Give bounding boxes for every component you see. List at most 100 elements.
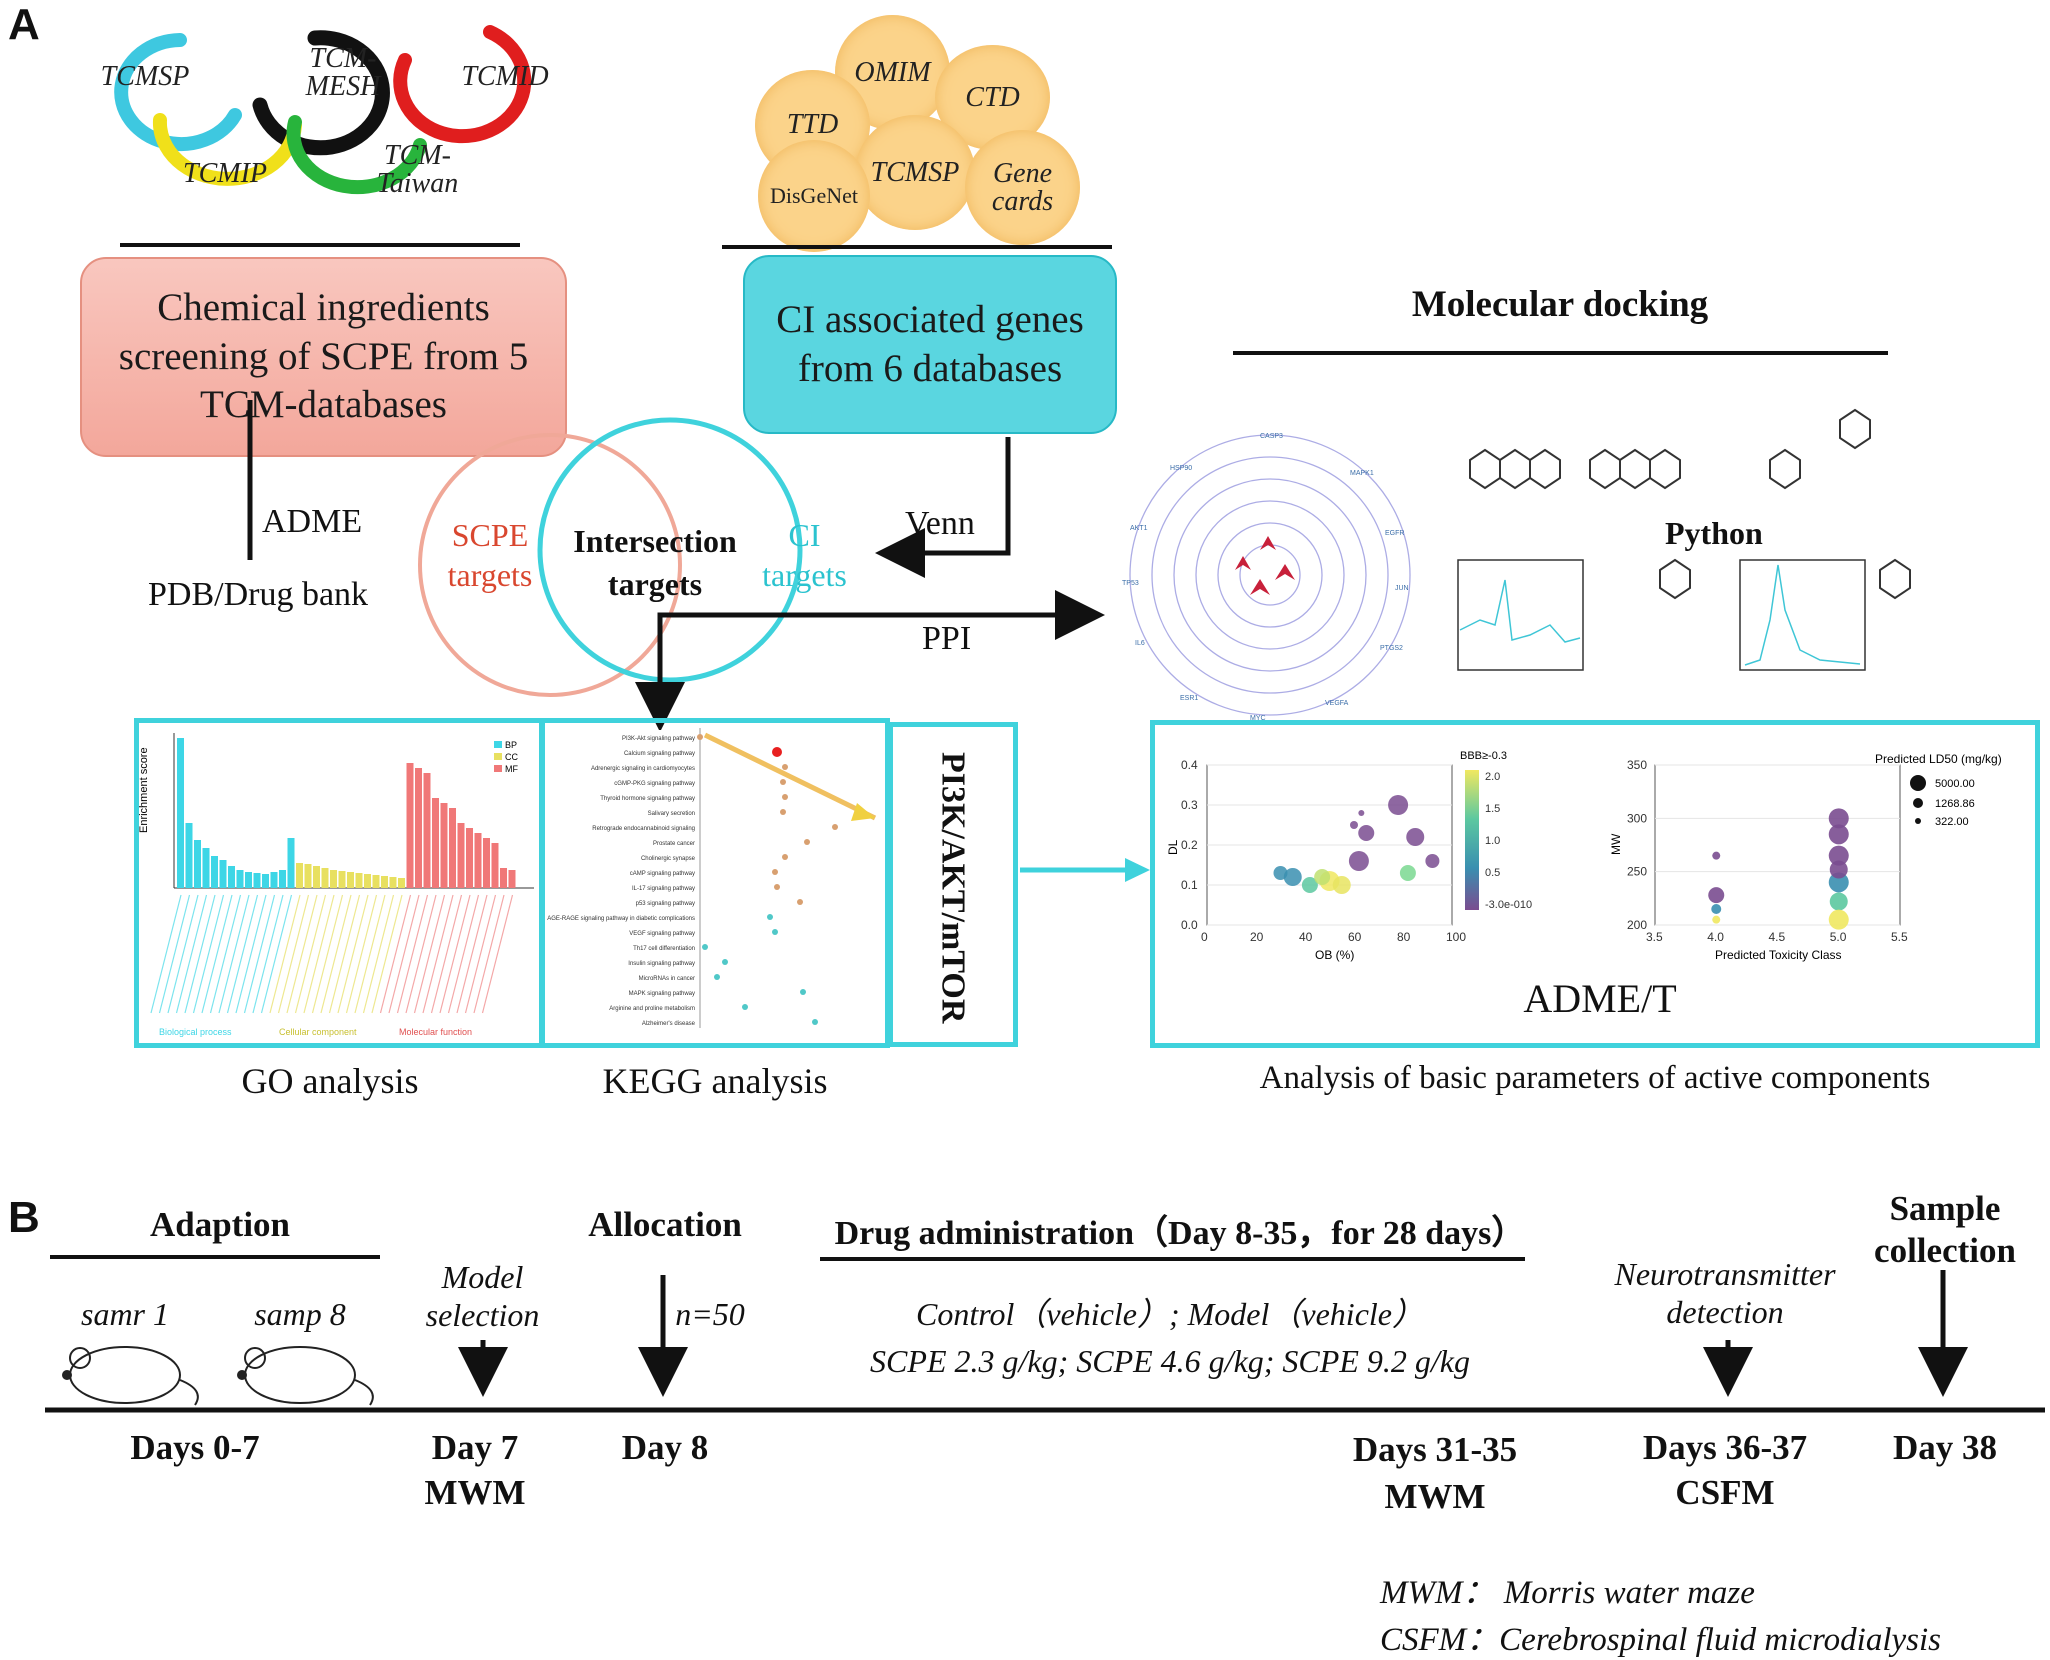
- mice-icons: [62, 1346, 374, 1406]
- svg-text:VEGFA: VEGFA: [1325, 700, 1349, 707]
- adme-right-point: [1828, 808, 1849, 829]
- adme-right-ytick: 350: [1627, 758, 1647, 772]
- tcm-mesh-ring: [252, 30, 390, 156]
- kegg-dot: [714, 974, 720, 980]
- chemical-ingredients-box: Chemical ingredients screening of SCPE f…: [80, 257, 567, 457]
- go-bar-bp: [194, 840, 201, 888]
- go-bar-bp: [202, 848, 210, 888]
- kegg-dot: [772, 869, 778, 875]
- ppi-label: PPI: [922, 620, 972, 657]
- kegg-pathway-label: Th17 cell differentiation: [633, 946, 695, 952]
- adme-left-cbar-tick: 1.0: [1485, 835, 1500, 847]
- ld50-legend-3: 322.00: [1935, 816, 1969, 828]
- svg-text:MAPK1: MAPK1: [1350, 470, 1374, 477]
- kegg-dot: [772, 929, 778, 935]
- go-bar-cc: [364, 874, 371, 888]
- kegg-pathway-label: Cholinergic synapse: [641, 856, 696, 862]
- tcmip-label: TCMIP: [183, 158, 267, 189]
- day7: Day 7: [431, 1428, 519, 1467]
- go-term-label: [354, 894, 386, 1014]
- svg-text:HSP90: HSP90: [1170, 465, 1192, 472]
- tcmip-ring: [152, 113, 302, 186]
- panel-a-letter: A: [8, 0, 40, 49]
- kegg-pathway-label: Salivary secretion: [648, 811, 695, 817]
- go-bar-bp: [185, 823, 193, 888]
- mouse1-label: samr 1: [80, 1296, 169, 1332]
- tcm-database-rings: [114, 25, 532, 195]
- days-36-37: Days 36-37: [1642, 1428, 1808, 1467]
- divider-left: [120, 243, 520, 247]
- go-term-label: [320, 894, 352, 1014]
- go-bar-cc: [321, 868, 329, 888]
- adme-left-cbar-tick: -3.0e-010: [1485, 899, 1532, 911]
- kegg-frame: [540, 718, 890, 1048]
- adme-left-cbar-title: BBB≥-0.3: [1460, 750, 1507, 762]
- kegg-dot: [782, 764, 788, 770]
- ci-genes-box: CI associated genes from 6 databases: [743, 255, 1117, 434]
- adme-right-legend-title: Predicted LD50 (mg/kg): [1875, 752, 2002, 766]
- kegg-dot: [832, 824, 838, 830]
- kegg-pathway-label: MAPK signaling pathway: [629, 991, 695, 997]
- days-36-37-csfm: CSFM: [1675, 1473, 1775, 1512]
- tcmsp-ring: [114, 33, 242, 151]
- go-term-label: [226, 894, 259, 1014]
- adme-left-point: [1425, 854, 1440, 868]
- adaption-line: [50, 1255, 380, 1259]
- go-chart: Enrichment score BP CC MF Biological pro…: [139, 733, 534, 1037]
- go-term-label: [184, 894, 216, 1014]
- go-term-label: [430, 894, 463, 1014]
- adme-left-point: [1301, 877, 1318, 893]
- n50-label: n=50: [675, 1296, 745, 1332]
- go-term-label: [269, 894, 301, 1014]
- go-term-label: [286, 894, 318, 1014]
- neurotransmitter-label: Neurotransmitter detection: [1614, 1256, 1836, 1331]
- go-term-label: [388, 894, 420, 1014]
- drug-administration-label: Drug administration（Day 8-35，for 28 days…: [834, 1215, 1526, 1252]
- venn-and-arrows: [247, 400, 1105, 730]
- adme-right-point: [1828, 909, 1849, 930]
- python-structures: [1457, 408, 1911, 671]
- adme-left-ytick: 0.0: [1181, 918, 1198, 932]
- tcm-taiwan-label: TCM-Taiwan: [376, 140, 459, 199]
- svg-text:TP53: TP53: [1122, 580, 1139, 587]
- go-term-label: [260, 894, 293, 1014]
- go-term-label: [422, 894, 454, 1014]
- go-term-label: [362, 894, 395, 1014]
- adme-right-point: [1711, 904, 1722, 914]
- go-term-label: [150, 894, 182, 1014]
- kegg-pathway-label: AGE-RAGE signaling pathway in diabetic c…: [547, 916, 695, 922]
- adme-left-ytick: 0.1: [1181, 878, 1198, 892]
- go-bar-bp: [262, 874, 269, 888]
- go-term-label: [277, 894, 310, 1014]
- adme-left-point: [1350, 821, 1358, 829]
- adme-right-ytick: 200: [1627, 918, 1647, 932]
- go-term-label: [379, 894, 412, 1014]
- kegg-pathway-label: MicroRNAs in cancer: [639, 976, 695, 982]
- adme-right-xlabel: Predicted Toxicity Class: [1715, 948, 1842, 962]
- go-bar-bp: [219, 860, 227, 888]
- go-term-label: [405, 894, 437, 1014]
- adme-right-ytick: 250: [1627, 865, 1647, 879]
- svg-text:EGFR: EGFR: [1385, 530, 1404, 537]
- tcmsp-label: TCMSP: [100, 61, 190, 92]
- sample-collection-label: Sample collection: [1874, 1189, 2016, 1270]
- genecards-bubble: Gene cards: [965, 130, 1080, 245]
- day8: Day 8: [621, 1428, 709, 1467]
- go-bar-mf: [466, 828, 473, 888]
- go-bar-cc: [304, 864, 312, 888]
- adme-left-xtick: 100: [1446, 930, 1466, 944]
- adme-left-point: [1348, 851, 1369, 871]
- go-bar-mf: [483, 838, 490, 888]
- go-bar-mf: [440, 803, 448, 888]
- go-group-mf: Molecular function: [399, 1027, 472, 1037]
- go-bar-cc: [338, 871, 346, 888]
- go-term-label: [456, 894, 488, 1014]
- tcmid-label: TCMID: [461, 61, 549, 92]
- disgenet-bubble: DisGeNet: [758, 140, 870, 252]
- adme-left-ytick: 0.3: [1181, 798, 1198, 812]
- abbreviation-csfm: CSFM：Cerebrospinal fluid microdialysis: [1380, 1622, 1941, 1658]
- go-term-label: [294, 894, 327, 1014]
- go-bar-bp: [236, 870, 244, 888]
- go-term-label: [464, 894, 497, 1014]
